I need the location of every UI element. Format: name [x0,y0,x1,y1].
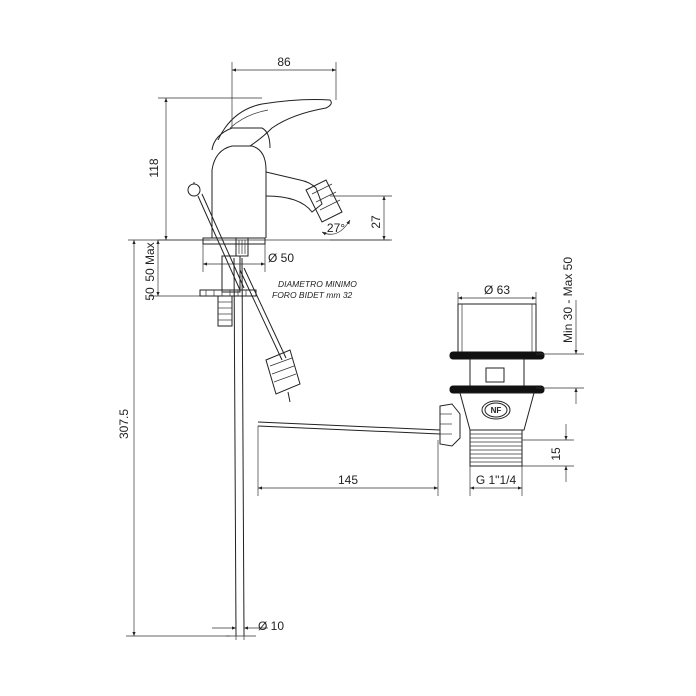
pull-rod-link [239,267,301,403]
dim-rod-diameter: Ø 10 [258,619,284,633]
note-line-1: DIAMETRO MINIMO [278,279,357,289]
nf-logo-text: NF [491,406,502,415]
dim-50: 50 [143,287,157,301]
dim-86: 86 [277,55,291,69]
popup-waste [257,303,545,467]
note-line-2: FORO BIDET mm 32 [272,290,353,300]
dimension-lines [126,62,584,640]
dim-15: 15 [549,447,563,461]
fixing-assembly [199,255,257,637]
dim-min-max: Min 30 - Max 50 [561,257,575,343]
dim-thread: G 1"1/4 [476,473,517,487]
dim-50-max: 50 Max [143,242,157,281]
dim-angle: 27° [327,221,345,235]
dim-27: 27 [369,215,383,229]
nf-logo-icon: NF [484,402,508,418]
dim-cap-diameter: Ø 63 [484,283,510,297]
dim-118: 118 [147,158,161,177]
dim-145: 145 [338,473,358,487]
dim-hole-diameter: Ø 50 [268,251,294,265]
mixer-body [187,99,343,291]
dim-307-5: 307.5 [117,409,131,439]
